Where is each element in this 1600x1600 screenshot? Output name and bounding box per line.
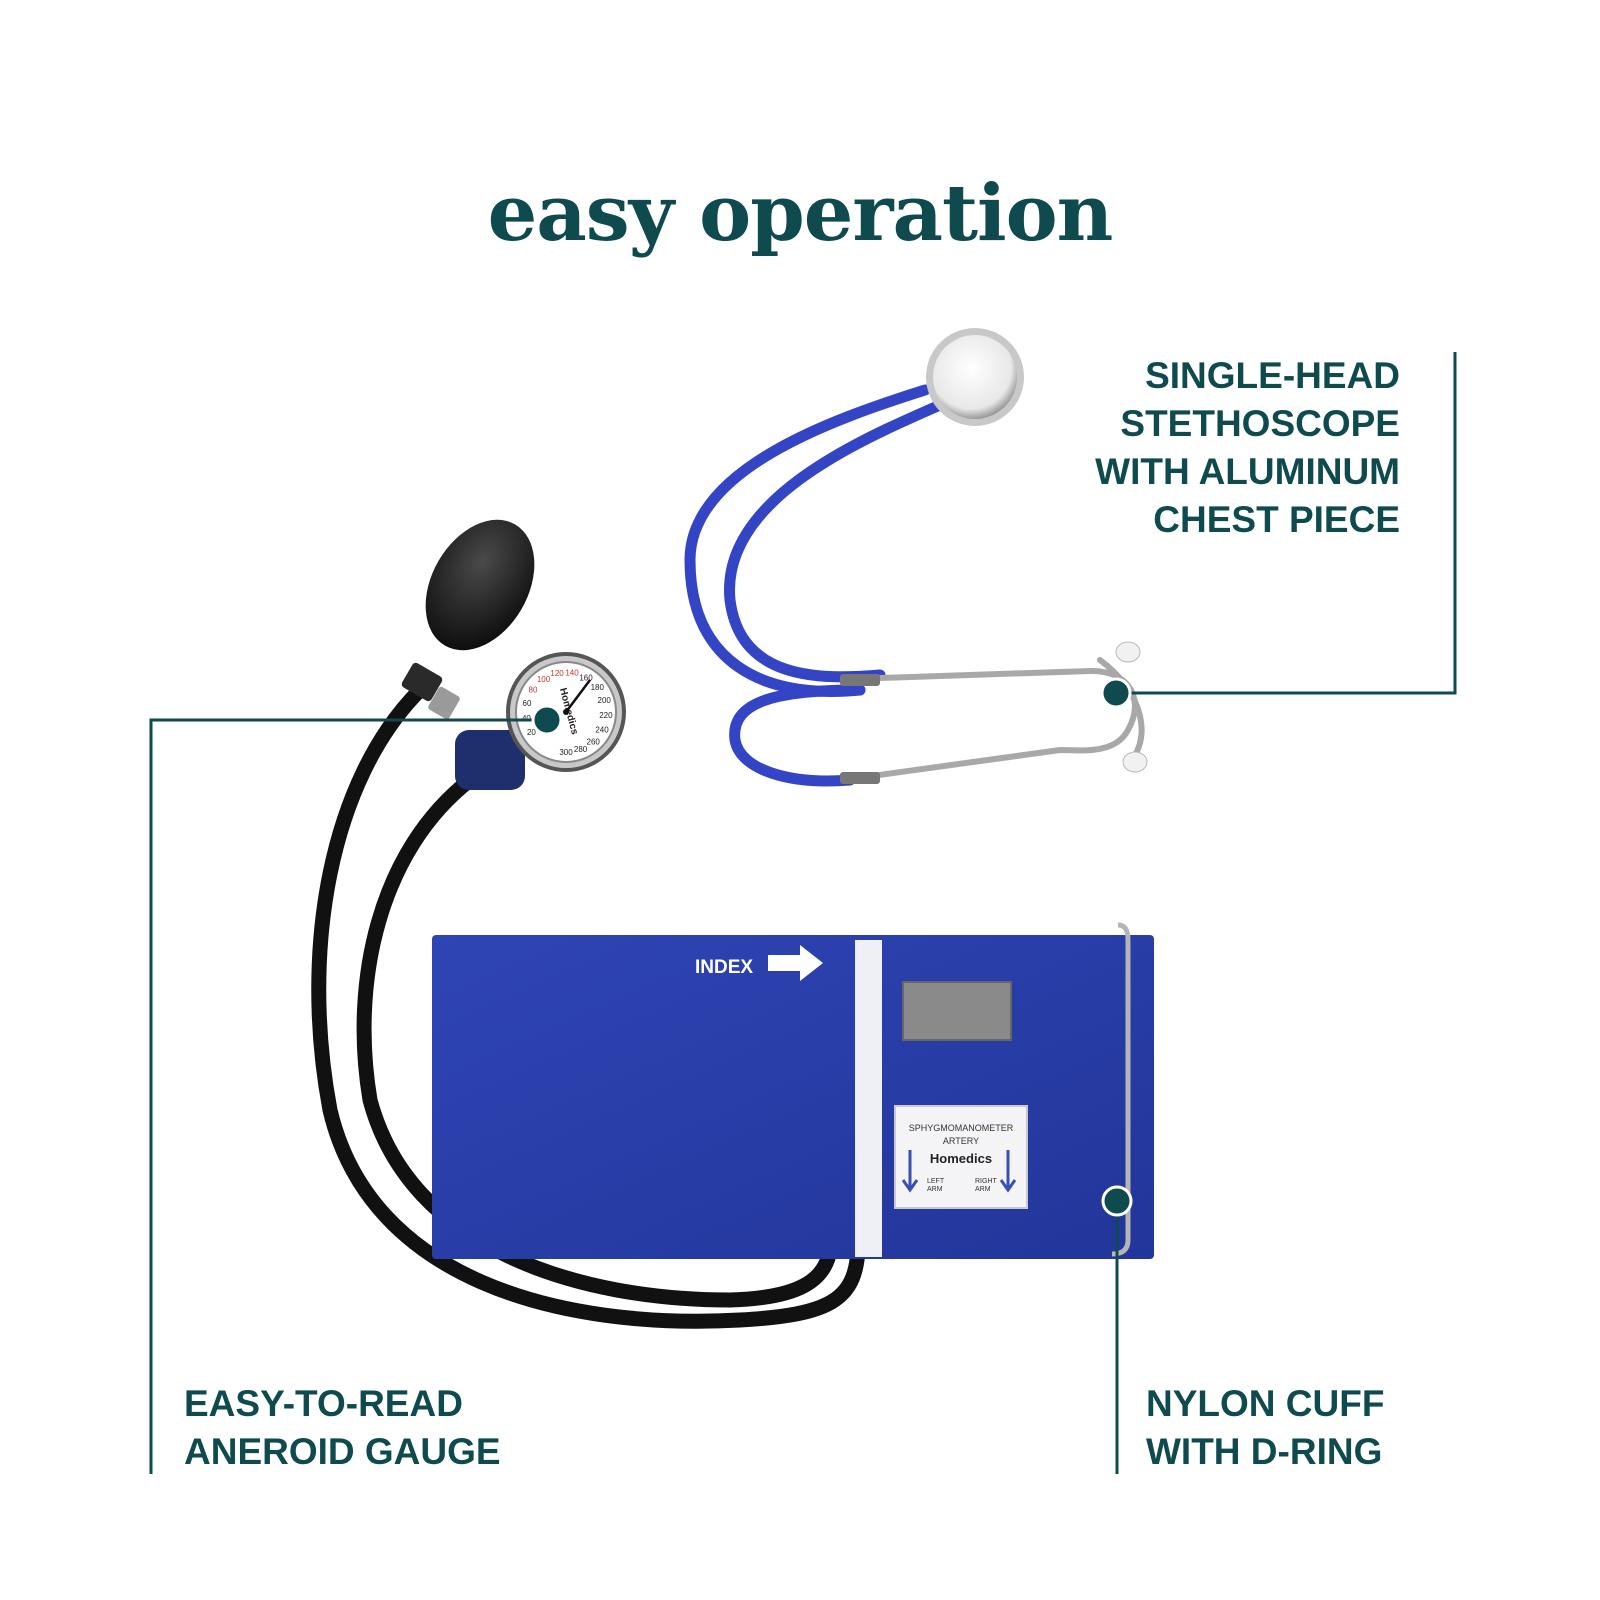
nylon-cuff: INDEX SPHYGMOMANOMETER ARTERY Homedics L… — [432, 922, 1154, 1259]
gauge-tick-label: 300 — [559, 748, 573, 757]
svg-text:SPHYGMOMANOMETER: SPHYGMOMANOMETER — [909, 1123, 1014, 1133]
gauge-tick-label: 60 — [523, 699, 532, 708]
page-title: easy operation — [487, 168, 1114, 259]
gauge-tick-label: 100 — [537, 675, 551, 684]
callout-leaders — [149, 352, 1457, 1474]
gauge-tick-label: 260 — [587, 737, 601, 746]
gauge-tick-label: 200 — [598, 696, 612, 705]
callout-stethoscope: SINGLE-HEAD STETHOSCOPE WITH ALUMINUM CH… — [1095, 355, 1400, 540]
d-ring — [1111, 922, 1131, 1257]
gauge-tick-label: 120 — [550, 669, 564, 678]
gauge-tick-label: 220 — [599, 711, 613, 720]
callout-cuff: NYLON CUFF WITH D-RING — [1146, 1383, 1385, 1472]
cuff-index-label: INDEX — [695, 945, 823, 981]
svg-text:INDEX: INDEX — [695, 957, 753, 978]
gauge-tick-label: 280 — [574, 745, 588, 754]
callout-gauge: EASY-TO-READ ANEROID GAUGE — [184, 1383, 501, 1472]
svg-text:ARTERY: ARTERY — [943, 1136, 979, 1146]
gauge-tick-label: 80 — [529, 686, 538, 695]
gauge-tick-label: 140 — [565, 668, 579, 677]
svg-text:Homedics: Homedics — [930, 1151, 992, 1166]
stethoscope — [684, 328, 1148, 787]
gauge-tick-label: 240 — [595, 725, 609, 734]
gauge-tick-label: 160 — [579, 673, 593, 682]
gauge-tick-label: 20 — [527, 728, 536, 737]
inflation-bulb — [401, 519, 535, 720]
callout-dots — [531, 677, 1133, 1217]
gauge-tick-label: 180 — [591, 683, 605, 692]
